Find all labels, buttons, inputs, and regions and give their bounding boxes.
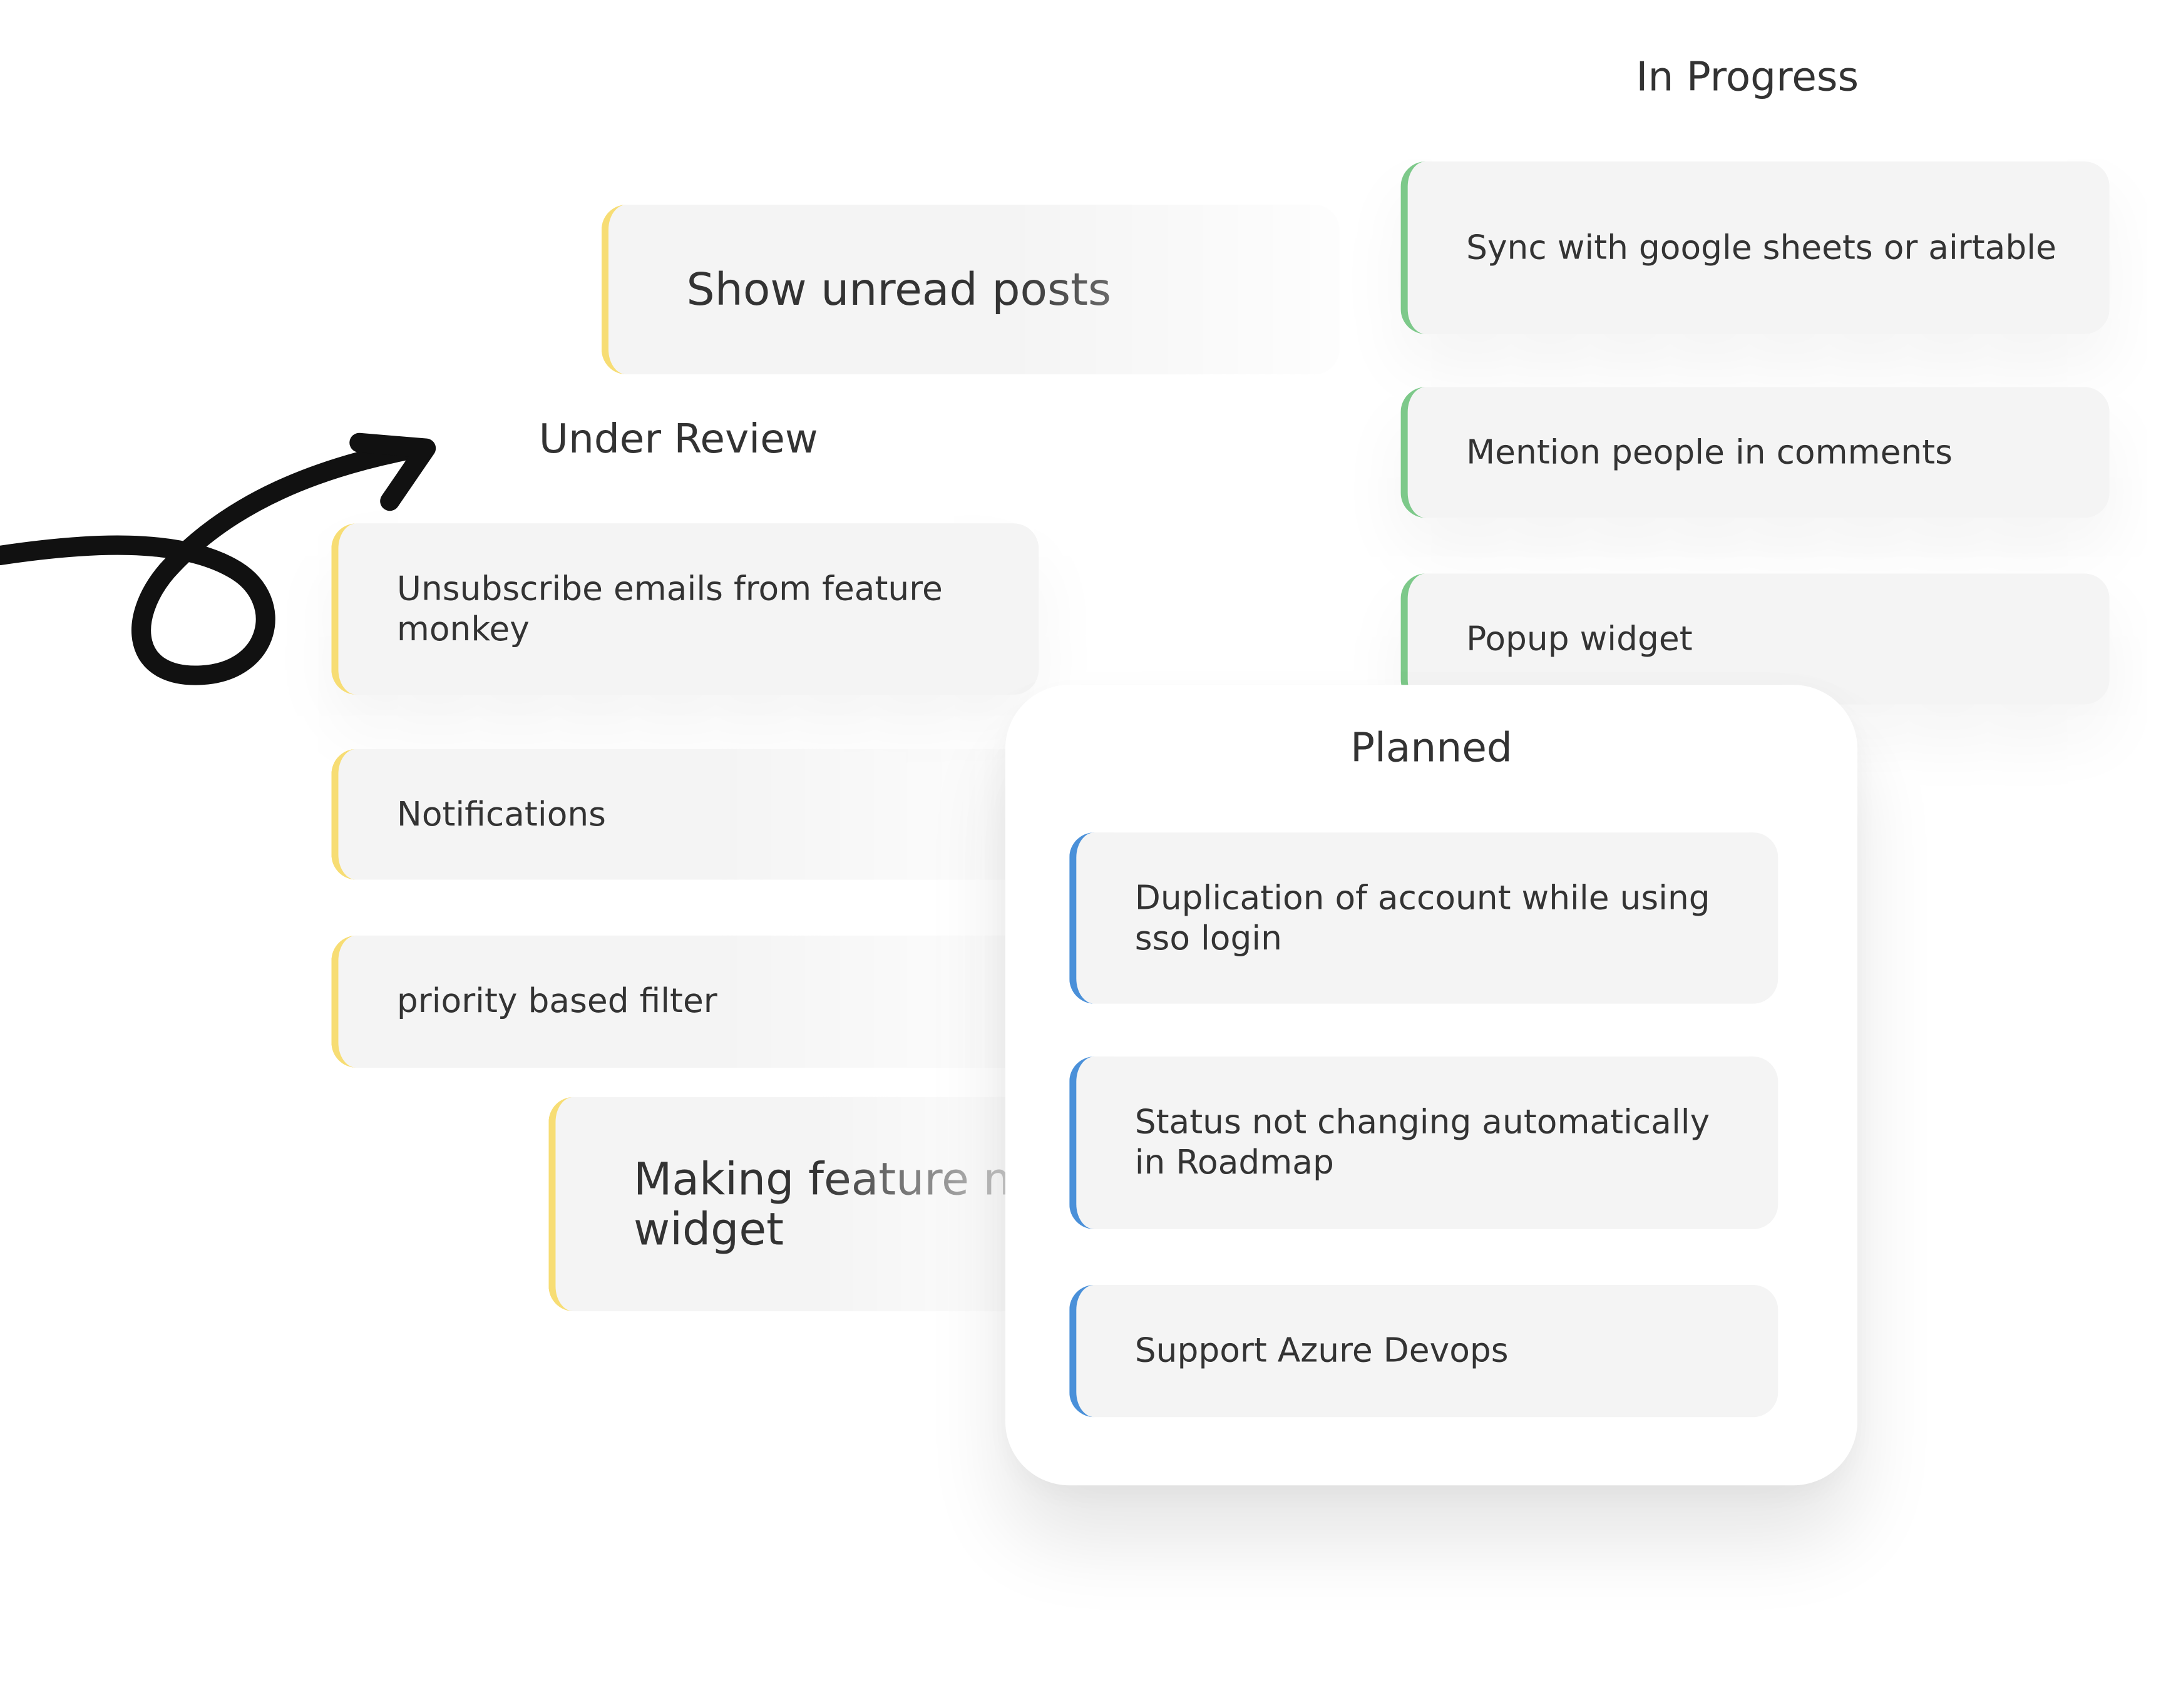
- card-label: Support Azure Devops: [1134, 1331, 1509, 1370]
- under-review-card[interactable]: Unsubscribe emails from feature monkey: [331, 523, 1039, 695]
- in-progress-card[interactable]: Popup widget: [1400, 573, 2110, 705]
- planned-card[interactable]: Support Azure Devops: [1069, 1284, 1779, 1418]
- card-label: Sync with google sheets or airtable: [1466, 227, 2056, 267]
- under-review-card[interactable]: Notifications: [331, 749, 1039, 880]
- in-progress-card[interactable]: Mention people in comments: [1400, 387, 2110, 518]
- card-label: Show unread posts: [686, 263, 1112, 316]
- in-progress-card[interactable]: Sync with google sheets or airtable: [1400, 161, 2110, 334]
- planned-title: Planned: [1350, 724, 1512, 772]
- curly-arrow-icon: [0, 432, 436, 685]
- under-review-card-highlighted[interactable]: Making feature m widget: [548, 1097, 1039, 1312]
- in-progress-title: In Progress: [1636, 53, 1859, 101]
- card-label: Making feature m widget: [634, 1152, 1027, 1256]
- card-label: Duplication of account while using sso l…: [1134, 877, 1710, 958]
- under-review-title: Under Review: [538, 414, 818, 463]
- under-review-card-highlighted[interactable]: Show unread posts: [601, 204, 1340, 375]
- card-label: priority based filter: [396, 981, 717, 1021]
- card-label: Mention people in comments: [1466, 432, 1953, 471]
- card-label: Popup widget: [1466, 618, 1693, 658]
- under-review-card[interactable]: priority based filter: [331, 935, 1039, 1068]
- card-label: Unsubscribe emails from feature monkey: [396, 568, 943, 648]
- planned-card[interactable]: Duplication of account while using sso l…: [1069, 832, 1779, 1004]
- planned-card[interactable]: Status not changing automatically in Roa…: [1069, 1056, 1779, 1229]
- card-label: Notifications: [396, 794, 607, 834]
- card-label: Status not changing automatically in Roa…: [1134, 1102, 1710, 1182]
- planned-panel: Planned Duplication of account while usi…: [1005, 685, 1858, 1486]
